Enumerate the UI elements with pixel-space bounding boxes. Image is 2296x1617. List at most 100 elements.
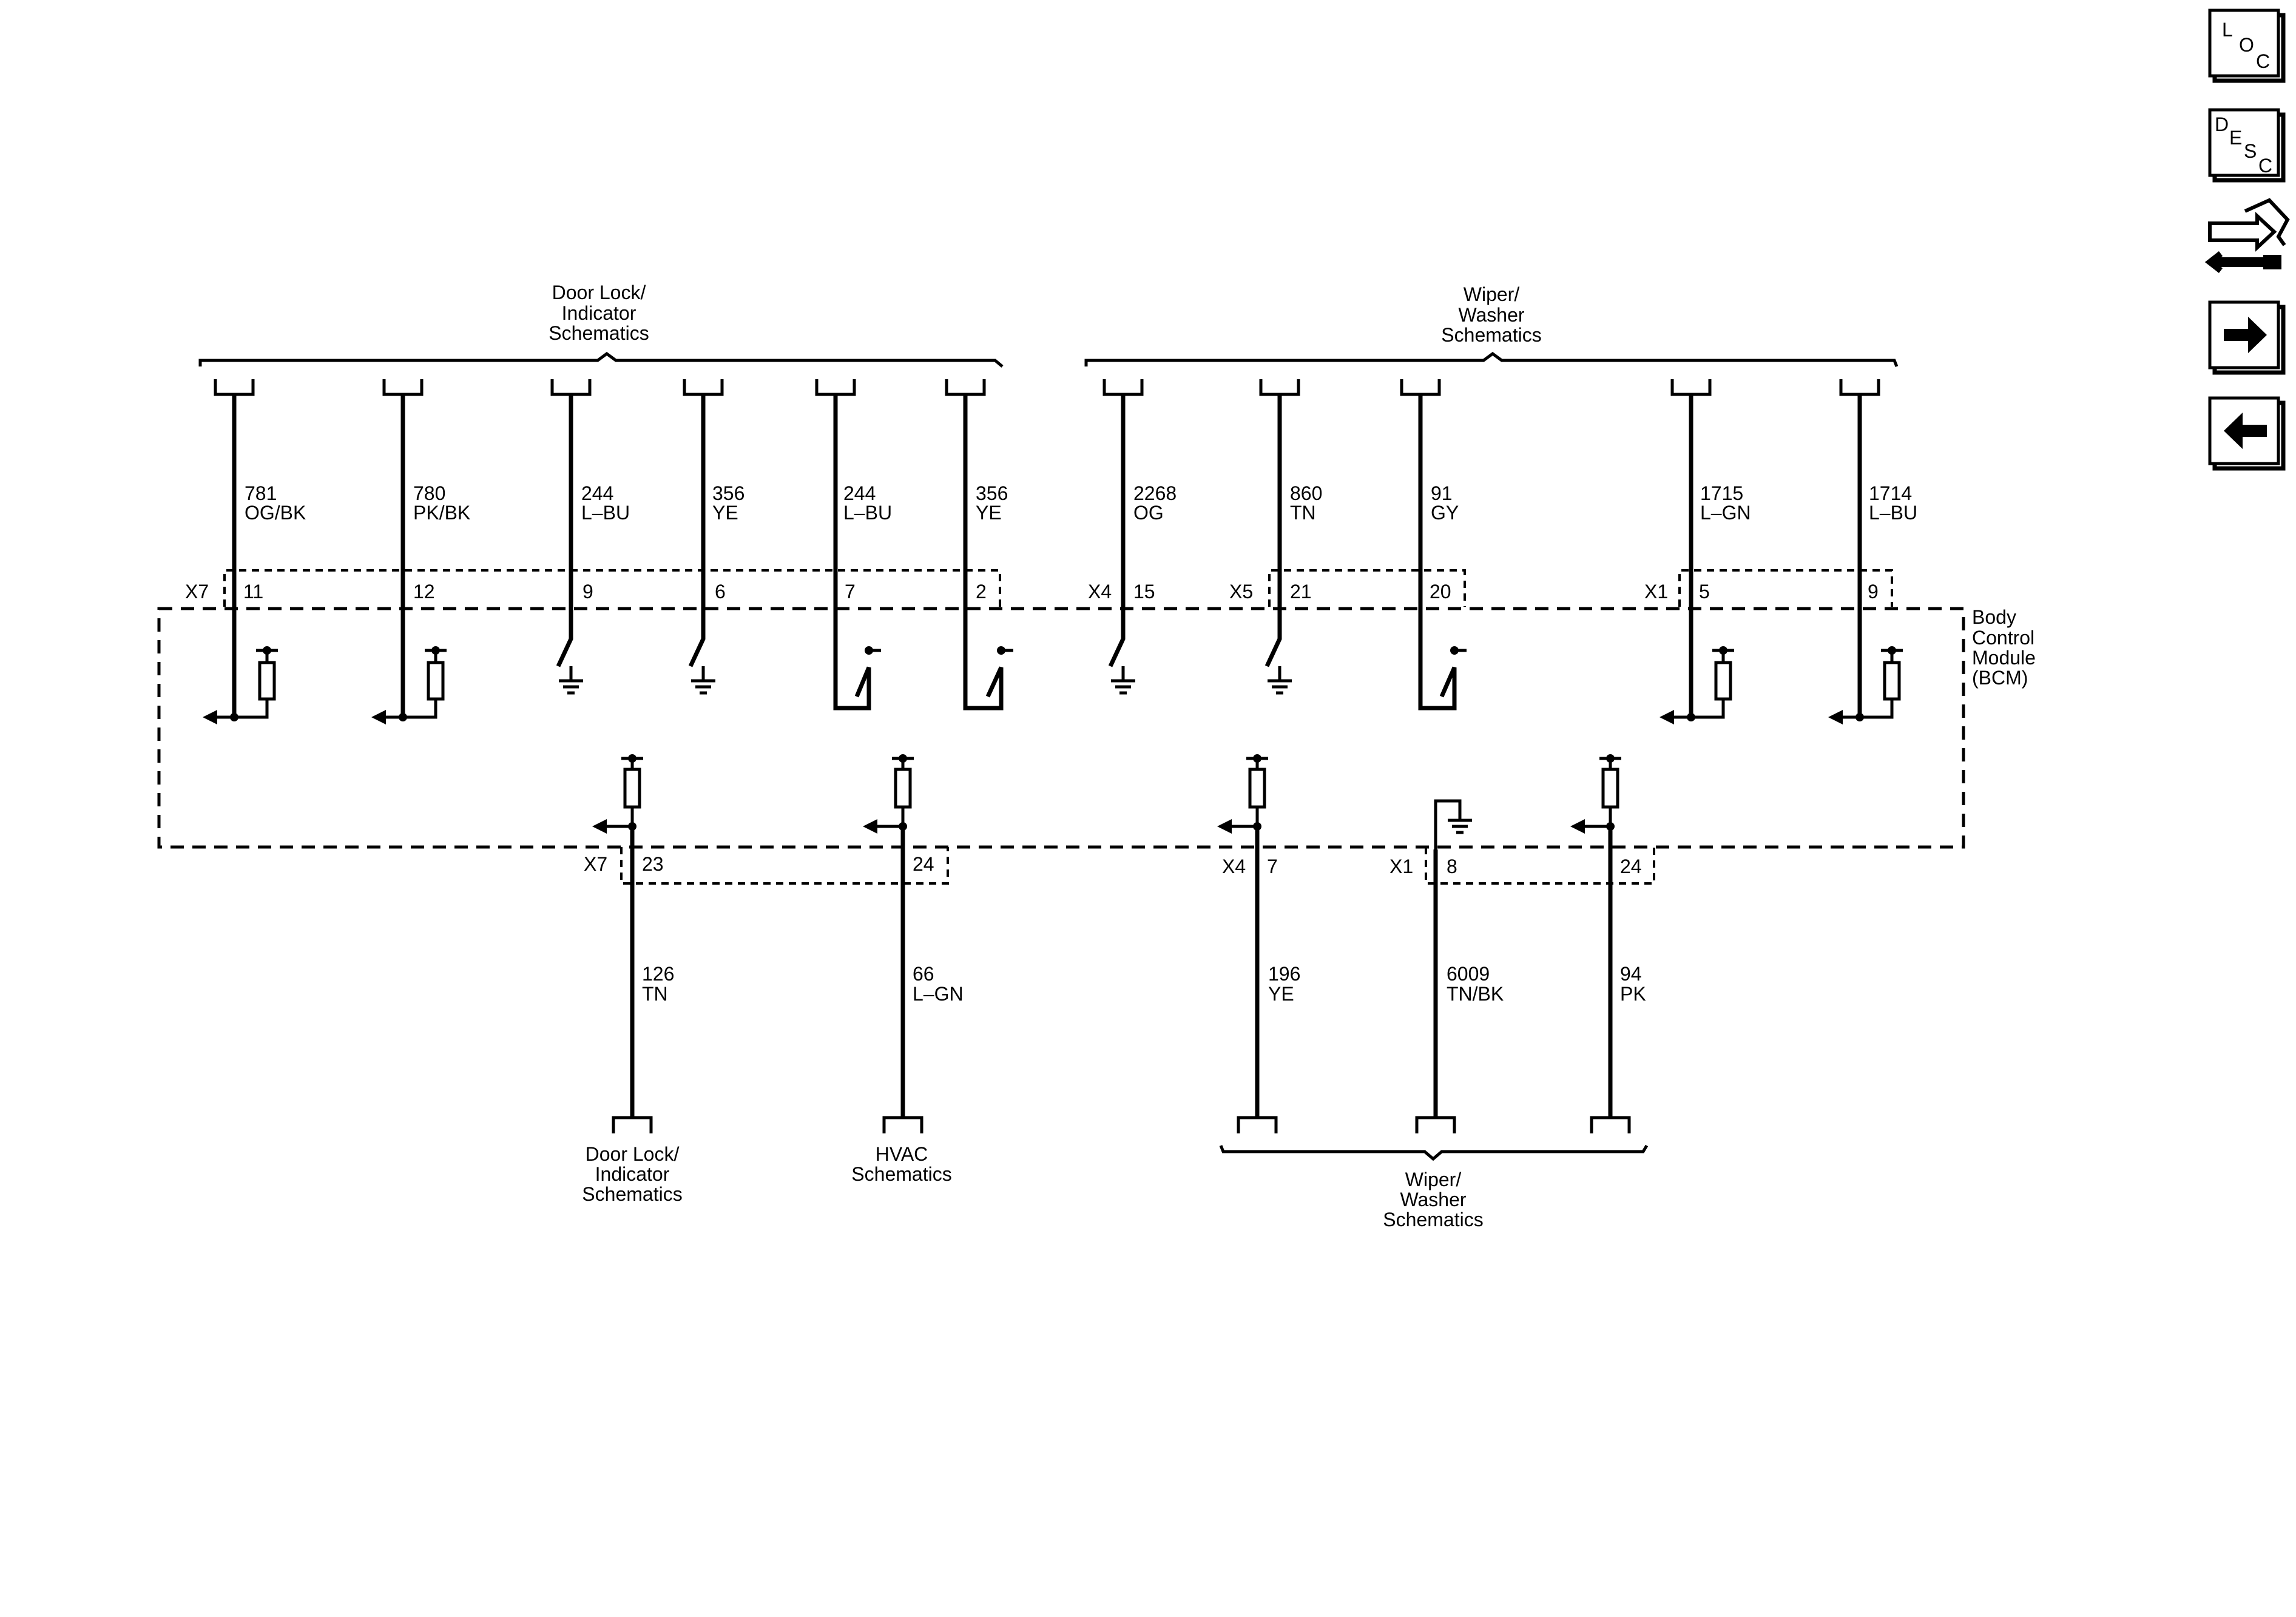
top-group-door-lock: Door Lock/ Indicator Schematics [198,282,1004,368]
circuit-color: YE [712,502,738,524]
ground-output-8 [1434,799,1472,862]
wire [688,394,706,667]
top-group-wiper-line-1: Wiper/ [1464,283,1520,305]
pin-label: 7 [1267,856,1278,877]
terminal-cup [1839,379,1880,396]
desc-letter-d: D [2215,113,2229,135]
top-connector-boxes [223,569,1893,607]
pin-label: 20 [1430,581,1451,603]
wire [1264,394,1282,667]
loc-button[interactable]: L O C [2208,8,2286,83]
pin-label: 15 [1133,581,1155,603]
circuit-color: PK/BK [413,502,470,524]
pin-label: 6 [715,581,726,603]
loc-letter-o: O [2239,34,2254,56]
wire [833,394,871,711]
bottom-label-wiper-line-3: Schematics [1383,1209,1483,1230]
pin-label: 2 [976,581,987,603]
desc-letter-c: C [2258,155,2272,177]
terminal-cup [1237,1116,1278,1133]
circuit-color: L–GN [913,983,964,1005]
circuit-number: 244 [843,482,876,504]
connector-label-x7: X7 [185,581,209,603]
top-group-wiper-line-2: Washer [1458,304,1524,326]
connector-box-x7-bottom [620,847,949,885]
bottom-label-door-lock-line-2: Indicator [595,1163,670,1185]
pin-label: 11 [243,581,263,603]
bottom-connector-boxes [620,847,1655,885]
bottom-circuit-labels: 126 TN 66 L–GN 196 YE 6009 TN/BK 94 PK [642,963,1646,1005]
connector-label-x7: X7 [584,853,607,875]
pin-label: 7 [845,581,856,603]
pin-label: 9 [582,581,593,603]
terminal-cup [382,379,424,396]
ground-symbol [559,666,583,695]
circuit-number: 94 [1620,963,1642,985]
arrow-right-icon[interactable] [2208,300,2286,375]
circuit-color: PK [1620,983,1646,1005]
connector-label-x1: X1 [1389,856,1413,877]
pullup-resistor-input-12 [371,646,447,724]
arrow-left-icon[interactable] [2208,396,2286,471]
connector-wrench-icon[interactable] [2204,198,2290,273]
desc-button[interactable]: D E S C [2208,108,2286,183]
top-group-wiper-line-3: Schematics [1441,324,1541,346]
bcm-module-label: Body Control Module (BCM) [1972,606,2036,689]
terminal-cup [1590,1116,1631,1133]
pin-label: 8 [1447,856,1457,877]
bottom-terminals [612,1116,1631,1133]
pin-label: 24 [1620,856,1642,877]
connector-label-x4: X4 [1222,856,1246,877]
bottom-label-hvac-line-2: Schematics [851,1163,951,1185]
top-circuit-labels: 781 OG/BK 780 PK/BK 244 L–BU 356 YE 244 … [245,482,1917,524]
module-label-line-4: (BCM) [1972,667,2028,689]
switch-contact-2 [997,646,1013,655]
terminal-cup [882,1116,923,1133]
circuit-number: 66 [913,963,934,985]
bottom-wires [630,826,1613,1118]
circuit-color: OG/BK [245,502,306,524]
bottom-label-door-lock-line-3: Schematics [582,1183,682,1205]
terminal-cup [683,379,724,396]
connector-box-x5-top [1268,569,1466,607]
circuit-number: 781 [245,482,277,504]
pullup-resistor-input-5 [1660,646,1734,724]
wire [556,394,573,667]
pin-label: 23 [642,853,664,875]
loc-letter-c: C [2256,50,2270,72]
wire [1418,394,1457,711]
top-group-door-lock-line-3: Schematics [549,322,649,344]
circuit-color: L–BU [1869,502,1917,524]
circuit-color: TN [1290,502,1316,524]
circuit-color: L–GN [1700,502,1751,524]
terminal-cup [1670,379,1712,396]
circuit-number: 6009 [1447,963,1490,985]
circuit-color: L–BU [843,502,892,524]
bottom-group-wiper-washer: Wiper/ Washer Schematics [1219,1144,1649,1230]
terminal-cup [1400,379,1441,396]
circuit-color: YE [976,502,1002,524]
pullup-resistor-output-24 [863,754,914,834]
bottom-label-door-lock-line-1: Door Lock/ [586,1143,680,1165]
circuit-color: YE [1268,983,1294,1005]
terminal-cup [815,379,856,396]
module-label-line-3: Module [1972,647,2036,669]
top-group-wiper-washer: Wiper/ Washer Schematics [1084,283,1899,367]
connector-box-x1-bottom [1425,847,1655,885]
connector-label-x1: X1 [1644,581,1668,603]
circuit-number: 780 [413,482,445,504]
circuit-number: 91 [1431,482,1453,504]
bottom-label-wiper-line-1: Wiper/ [1405,1169,1462,1190]
terminal-cup [214,379,255,396]
terminal-cup [1102,379,1144,396]
top-group-door-lock-line-2: Indicator [562,302,636,324]
top-terminals [214,379,1880,396]
switch-contact-20 [1450,646,1467,655]
circuit-color: TN [642,983,668,1005]
circuit-number: 1714 [1869,482,1912,504]
module-label-line-2: Control [1972,627,2034,649]
pin-label: 21 [1290,581,1312,603]
terminal-cup [1259,379,1300,396]
terminal-cup [945,379,986,396]
circuit-number: 356 [976,482,1008,504]
